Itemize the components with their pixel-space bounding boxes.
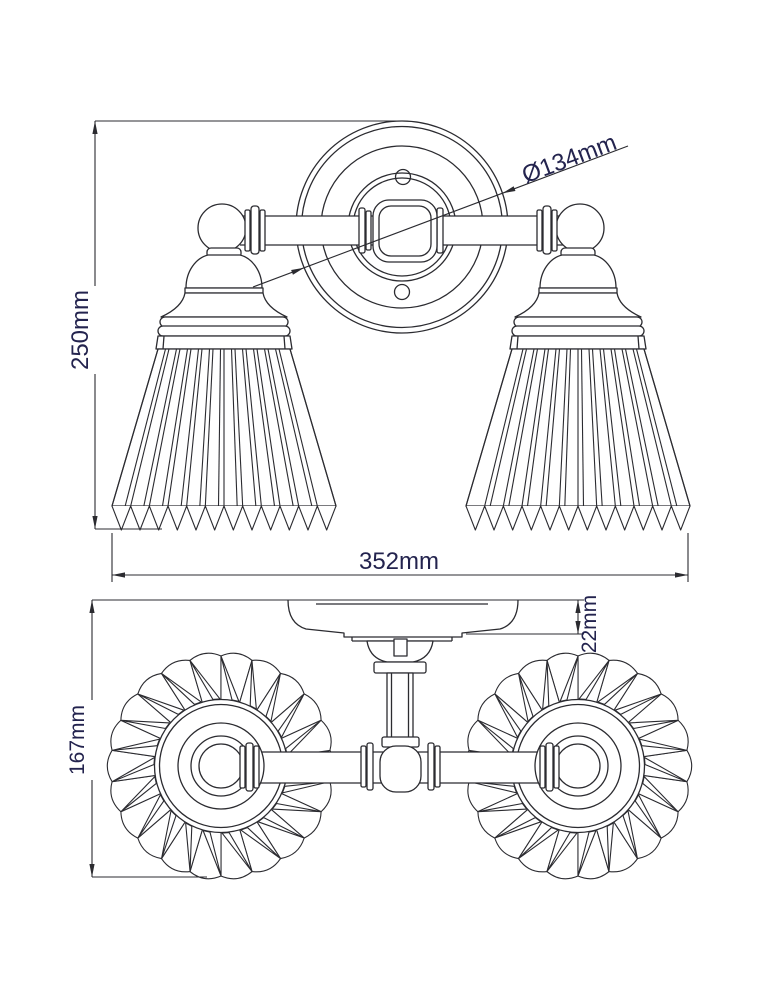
plan-socket-left bbox=[177, 722, 265, 810]
arrowhead bbox=[89, 864, 95, 877]
flute-line bbox=[130, 348, 170, 507]
plan-shade-left bbox=[106, 652, 336, 880]
flute-line bbox=[274, 348, 313, 507]
flute-line bbox=[263, 348, 294, 507]
dim-diameter bbox=[252, 145, 629, 288]
shade-left bbox=[111, 247, 337, 531]
cap-lower-band bbox=[155, 335, 293, 350]
ball-finial-left bbox=[197, 203, 266, 255]
cone-zigzag-edge bbox=[111, 505, 337, 531]
cap-band bbox=[184, 287, 264, 294]
flute-line bbox=[278, 348, 318, 507]
tee-ball bbox=[379, 745, 422, 793]
plan-tee-junction bbox=[360, 742, 441, 793]
shade-right bbox=[465, 247, 691, 531]
flute-line bbox=[289, 348, 337, 507]
dim-352 bbox=[111, 533, 689, 582]
arrowhead bbox=[291, 265, 306, 275]
plan-shade-pleats bbox=[106, 652, 336, 880]
flute-line bbox=[230, 348, 238, 507]
dish-profile bbox=[287, 599, 519, 638]
plan-backplate-dish bbox=[287, 599, 519, 642]
front-view bbox=[92, 120, 691, 582]
flute-line bbox=[252, 348, 276, 507]
central-block bbox=[372, 199, 438, 263]
cap-dome bbox=[185, 254, 263, 289]
dim-width-label: 352mm bbox=[359, 548, 439, 575]
dim-250 bbox=[92, 120, 402, 530]
plan-view bbox=[89, 599, 693, 882]
dim-167 bbox=[89, 600, 207, 878]
cap-rim-roll-2 bbox=[157, 325, 291, 337]
flute-line bbox=[204, 348, 214, 507]
arrowhead bbox=[112, 572, 125, 578]
flute-line bbox=[267, 348, 300, 507]
cap-skirt bbox=[160, 292, 288, 318]
stem-collar bbox=[373, 661, 427, 674]
arrowhead bbox=[675, 572, 688, 578]
flute-line bbox=[241, 348, 257, 507]
arrowhead bbox=[92, 121, 98, 134]
flute-line bbox=[143, 348, 178, 507]
flute-line bbox=[245, 348, 262, 507]
flute-line bbox=[256, 348, 281, 507]
flute-line bbox=[180, 348, 200, 507]
dim-22 bbox=[466, 600, 584, 635]
dim-depth-label: 167mm bbox=[66, 705, 89, 775]
flute-line bbox=[161, 348, 189, 507]
arrowhead bbox=[501, 186, 516, 196]
flute-line bbox=[148, 348, 181, 507]
flute-line bbox=[234, 348, 244, 507]
diameter-leader-line bbox=[252, 145, 629, 288]
flute-line bbox=[186, 348, 203, 507]
flute-line bbox=[217, 348, 222, 507]
dim-plate-depth-label: 22mm bbox=[578, 595, 601, 653]
arrowhead bbox=[92, 516, 98, 529]
stem-tab bbox=[393, 638, 408, 657]
flute-line bbox=[167, 348, 192, 507]
dim-diameter-label: Ø134mm bbox=[518, 129, 620, 189]
arrowhead bbox=[89, 600, 95, 613]
plan-stem bbox=[366, 638, 434, 748]
arm-collar-left-of-block bbox=[358, 207, 372, 254]
cone-flutes bbox=[111, 348, 337, 531]
dim-height-label: 250mm bbox=[67, 290, 94, 370]
ball-finial-right bbox=[536, 203, 605, 255]
flute-line bbox=[199, 348, 211, 507]
flute-line bbox=[111, 348, 159, 507]
flute-line bbox=[124, 348, 167, 507]
screw-hole-bottom bbox=[393, 283, 411, 301]
screw-hole-top bbox=[394, 168, 412, 186]
plan-socket-right bbox=[534, 722, 622, 810]
